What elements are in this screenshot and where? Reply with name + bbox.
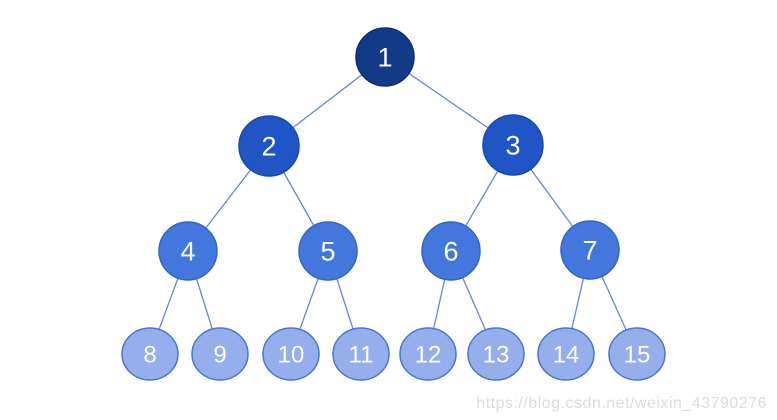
tree-node-13: 13 (467, 327, 525, 381)
tree-node-label-5: 5 (320, 237, 335, 267)
tree-node-9: 9 (191, 327, 249, 381)
tree-node-11: 11 (332, 327, 390, 381)
tree-node-5: 5 (298, 221, 358, 281)
tree-node-3: 3 (482, 114, 544, 176)
tree-node-8: 8 (121, 327, 179, 381)
tree-node-label-6: 6 (443, 237, 458, 267)
tree-node-circle-7 (560, 220, 620, 280)
tree-node-circle-11 (332, 327, 390, 381)
tree-node-circle-13 (467, 327, 525, 381)
tree-node-label-9: 9 (213, 342, 226, 369)
watermark-text: https://blog.csdn.net/weixin_43790276 (476, 395, 767, 412)
tree-node-label-15: 15 (624, 342, 651, 369)
tree-node-circle-6 (421, 221, 481, 281)
tree-node-circle-1 (355, 27, 415, 87)
tree-node-label-1: 1 (377, 43, 392, 73)
tree-node-label-14: 14 (553, 342, 580, 369)
tree-node-2: 2 (238, 115, 300, 177)
tree-node-circle-10 (262, 327, 320, 381)
tree-node-10: 10 (262, 327, 320, 381)
tree-node-circle-5 (298, 221, 358, 281)
tree-node-12: 12 (399, 327, 457, 381)
tree-node-label-11: 11 (349, 342, 374, 369)
tree-node-label-3: 3 (505, 131, 520, 161)
tree-node-label-7: 7 (582, 236, 597, 266)
tree-node-circle-9 (191, 327, 249, 381)
tree-node-label-13: 13 (483, 342, 510, 369)
tree-node-7: 7 (560, 220, 620, 280)
tree-node-6: 6 (421, 221, 481, 281)
tree-node-circle-3 (482, 114, 544, 176)
tree-node-4: 4 (158, 221, 218, 281)
tree-node-label-12: 12 (415, 342, 442, 369)
tree-node-label-2: 2 (261, 132, 276, 162)
tree-node-label-10: 10 (278, 342, 305, 369)
tree-node-label-4: 4 (180, 237, 195, 267)
tree-node-label-8: 8 (143, 342, 156, 369)
tree-node-14: 14 (537, 327, 595, 381)
tree-node-15: 15 (608, 327, 666, 381)
tree-node-circle-8 (121, 327, 179, 381)
tree-node-1: 1 (355, 27, 415, 87)
tree-node-circle-12 (399, 327, 457, 381)
tree-node-circle-4 (158, 221, 218, 281)
tree-node-circle-14 (537, 327, 595, 381)
tree-node-circle-2 (238, 115, 300, 177)
tree-node-circle-15 (608, 327, 666, 381)
